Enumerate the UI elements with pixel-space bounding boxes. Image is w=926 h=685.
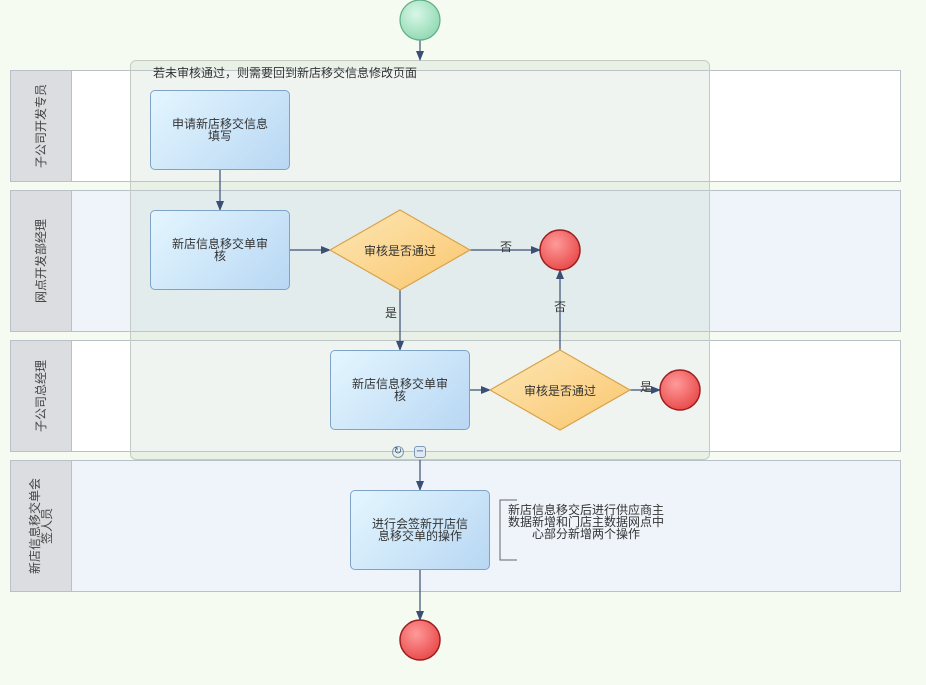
minus-icon[interactable]: − [414, 446, 426, 458]
task-label: 新店信息移交单审核 [171, 237, 268, 263]
task-countersign[interactable]: 进行会签新开店信息移交单的操作 [350, 490, 490, 570]
lane-header: 子公司开发专员 [11, 71, 72, 181]
flow-label-no: 否 [554, 300, 567, 314]
loop-icon[interactable]: ↻ [392, 446, 404, 458]
task-label: 进行会签新开店信息移交单的操作 [371, 517, 468, 543]
flow-label-no: 否 [500, 240, 513, 254]
lane-header: 新店信息移交单会签人员 [11, 461, 72, 591]
task-transfer-review-1[interactable]: 新店信息移交单审核 [150, 210, 290, 290]
gateway-label: 审核是否通过 [363, 243, 436, 258]
task-label: 申请新店移交信息填写 [171, 117, 268, 143]
task-transfer-review-2[interactable]: 新店信息移交单审核 [330, 350, 470, 430]
annotation-bracket [499, 499, 517, 561]
task-apply-transfer-info[interactable]: 申请新店移交信息填写 [150, 90, 290, 170]
start-event[interactable] [399, 0, 441, 41]
gateway-review-1[interactable] [328, 209, 472, 291]
gateway-review-2[interactable] [488, 349, 632, 431]
group-label: 若未审核通过，则需要回到新店移交信息修改页面 [153, 66, 418, 80]
task-label: 新店信息移交单审核 [351, 377, 448, 403]
flow-label-yes: 是 [385, 306, 398, 320]
lane-header: 网点开发部经理 [11, 191, 72, 331]
gateway-label: 审核是否通过 [523, 383, 596, 398]
flow-label-yes: 是 [640, 380, 653, 394]
annotation-text: 新店信息移交后进行供应商主数据新增和门店主数据网点中心部分新增两个操作 [507, 503, 664, 541]
end-event-rejected[interactable] [539, 229, 581, 271]
end-event-approved[interactable] [659, 369, 701, 411]
end-event-final[interactable] [399, 619, 441, 661]
lane-header: 子公司总经理 [11, 341, 72, 451]
